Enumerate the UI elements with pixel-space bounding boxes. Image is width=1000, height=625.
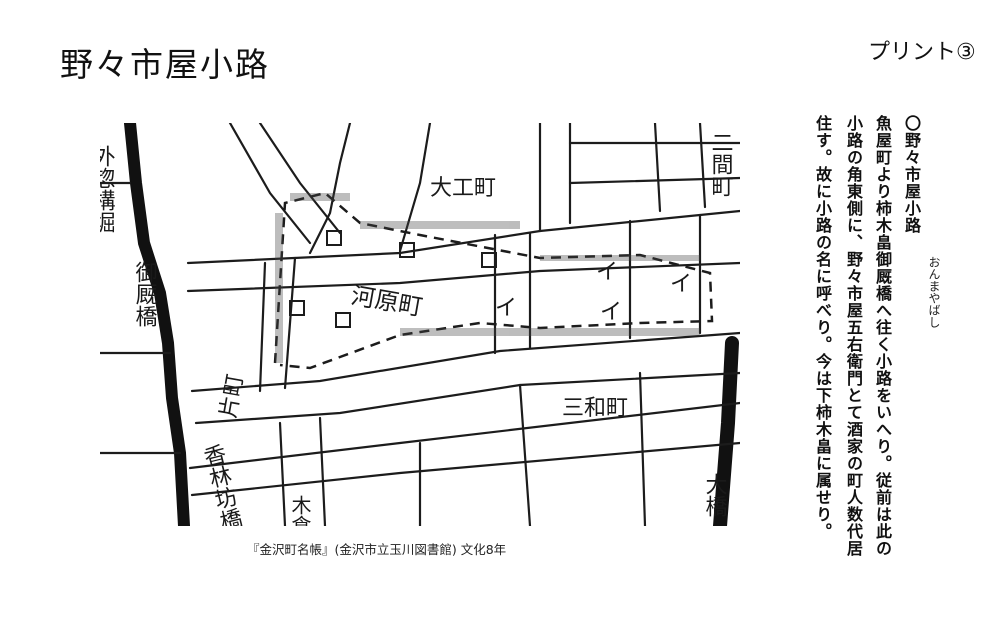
map-label-onmaya-bashi: 御厩橋 xyxy=(132,261,158,327)
ruby-reading: おんまやばし xyxy=(927,256,941,328)
map-label-sanwa-machi: 三和町 xyxy=(562,396,628,421)
map-label-i-3: イ xyxy=(495,296,517,321)
text-column-2: 魚屋町より柿木畠御厩橋へ往く小路をいへり。従前は此の xyxy=(873,115,892,557)
map-drawing: 外惣構堀 御厩橋 大工町 二間町 河原町 片町 三和町 香林坊橋 木倉 大橋 イ… xyxy=(100,123,740,526)
map-label-ki: 木倉 xyxy=(288,495,312,526)
historical-map: 外惣構堀 御厩橋 大工町 二間町 河原町 片町 三和町 香林坊橋 木倉 大橋 イ… xyxy=(100,123,740,526)
map-label-daiku-machi: 大工町 xyxy=(430,176,496,201)
map-label-sokamae-bori: 外惣構堀 xyxy=(100,145,116,233)
koji-boundary xyxy=(273,191,714,370)
river-line xyxy=(713,336,739,526)
text-column-1: 〇野々市屋小路 xyxy=(902,115,921,234)
map-label-nikken-machi: 二間町 xyxy=(708,131,733,197)
page-title: 野々市屋小路 xyxy=(60,45,270,84)
print-number-label: プリント③ xyxy=(868,40,976,65)
map-caption: 『金沢町名帳』(金沢市立玉川図書館) 文化8年 xyxy=(247,542,507,557)
moat-line xyxy=(124,123,190,526)
map-label-kata-machi: 片町 xyxy=(216,372,248,420)
map-label-i-2: イ xyxy=(670,272,692,297)
text-column-4: 住す。故に小路の名に呼べり。今は下柿木畠に属せり。 xyxy=(813,115,832,540)
text-column-3: 小路の角東側に、野々市屋五右衛門とて酒家の町人数代居 xyxy=(844,115,863,557)
map-label-i-4: イ xyxy=(600,300,622,325)
map-label-ohashi: 大橋 xyxy=(702,473,728,517)
map-label-i-1: イ xyxy=(596,260,618,285)
map-label-korinbo: 香林坊橋 xyxy=(198,442,245,526)
map-label-kawara-machi: 河原町 xyxy=(349,281,425,321)
